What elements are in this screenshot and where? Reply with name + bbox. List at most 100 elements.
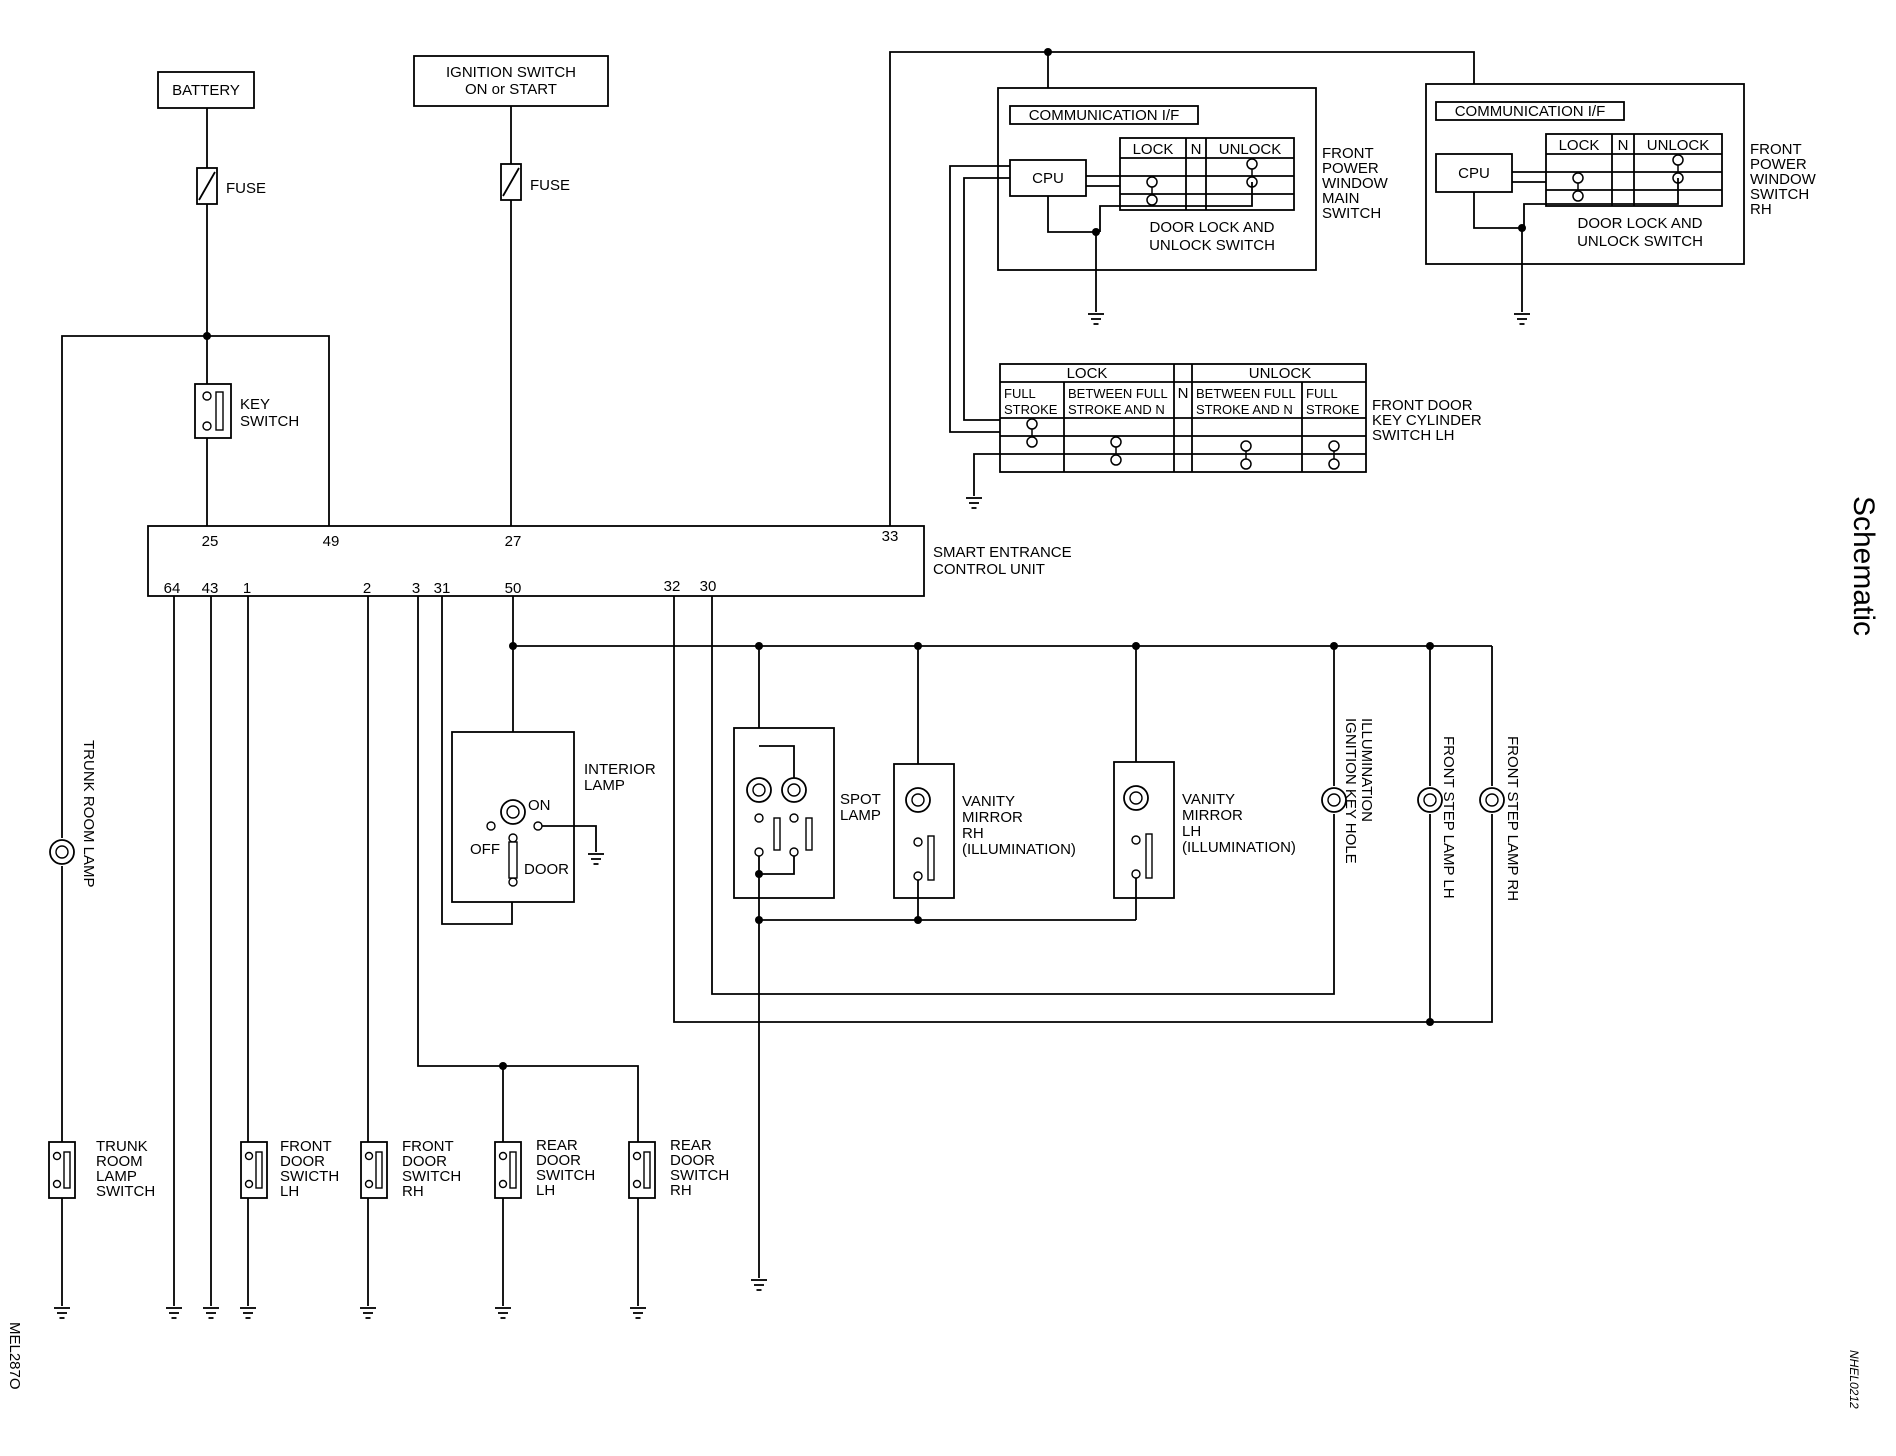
fuse-battery-label: FUSE: [226, 180, 266, 197]
front-step-lamp-rh-icon: [1479, 787, 1505, 813]
key-switch-label-1: KEY: [240, 396, 270, 413]
main-name-2: POWER: [1322, 160, 1379, 177]
interior-lamp-label-2: LAMP: [584, 777, 625, 794]
trunk-switch-2: ROOM: [96, 1153, 143, 1170]
pin-32: 32: [664, 578, 681, 595]
trunk-switch-1: TRUNK: [96, 1138, 148, 1155]
rh-name-4: SWITCH: [1750, 186, 1809, 203]
rd-lh-4: LH: [536, 1182, 555, 1199]
rh-name-2: POWER: [1750, 156, 1807, 173]
interior-lamp-bulb-icon: [500, 799, 526, 825]
rh-comm-label: COMMUNICATION I/F: [1455, 103, 1606, 120]
cyl-between-4: STROKE AND N: [1196, 402, 1293, 417]
main-lock-label: LOCK: [1133, 141, 1174, 158]
figure-code-left: MEL287O: [6, 1322, 23, 1390]
key-switch: [194, 383, 232, 439]
interior-door-label: DOOR: [524, 861, 569, 878]
vanity-mirror-lh: [1113, 761, 1175, 899]
main-door-lock-1: DOOR LOCK AND: [1149, 219, 1274, 236]
vanity-lh-4: (ILLUMINATION): [1182, 839, 1296, 856]
rd-rh-3: SWITCH: [670, 1167, 729, 1184]
pin-33: 33: [882, 528, 899, 545]
pin-50: 50: [505, 580, 522, 597]
pin-30: 30: [700, 578, 717, 595]
spot-lamp-label-2: LAMP: [840, 807, 881, 824]
fd-lh-4: LH: [280, 1183, 299, 1200]
main-name-5: SWITCH: [1322, 205, 1381, 222]
trunk-switch-3: LAMP: [96, 1168, 137, 1185]
spot-lamp-bulb-1-icon: [746, 777, 772, 803]
rd-lh-1: REAR: [536, 1137, 578, 1154]
front-step-lamp-lh-icon: [1417, 787, 1443, 813]
battery-box: BATTERY: [157, 71, 255, 109]
main-name-3: WINDOW: [1322, 175, 1389, 192]
cyl-n-label: N: [1178, 385, 1189, 402]
main-name-4: MAIN: [1322, 190, 1360, 207]
key-hole-label-1: IGNITION KEY HOLE: [1342, 718, 1359, 864]
key-hole-label-2: ILLUMINATION: [1358, 718, 1375, 822]
vanity-lh-2: MIRROR: [1182, 807, 1243, 824]
fd-lh-3: SWICTH: [280, 1168, 339, 1185]
battery-label: BATTERY: [172, 82, 240, 99]
front-door-switch-rh: [360, 1141, 388, 1199]
cyl-full-2: STROKE: [1004, 402, 1058, 417]
smart-entrance-control-unit: [147, 525, 925, 597]
key-cylinder-switch: LOCK N UNLOCK FULL STROKE BETWEEN FULL S…: [999, 363, 1367, 473]
fd-rh-1: FRONT: [402, 1138, 454, 1155]
interior-lamp-label-1: INTERIOR: [584, 761, 656, 778]
trunk-switch-4: SWITCH: [96, 1183, 155, 1200]
spot-lamp-bulb-2-icon: [781, 777, 807, 803]
vanity-rh-2: MIRROR: [962, 809, 1023, 826]
control-unit-label-1: SMART ENTRANCE: [933, 544, 1072, 561]
fd-lh-2: DOOR: [280, 1153, 325, 1170]
vanity-lh-1: VANITY: [1182, 791, 1235, 808]
fuse-ignition-icon: [500, 163, 522, 201]
pin-64: 64: [164, 580, 181, 597]
vanity-lh-3: LH: [1182, 823, 1201, 840]
fd-lh-1: FRONT: [280, 1138, 332, 1155]
pin-2: 2: [363, 580, 371, 597]
rd-lh-3: SWITCH: [536, 1167, 595, 1184]
fuse-ignition-label: FUSE: [530, 177, 570, 194]
interior-off-label: OFF: [470, 841, 500, 858]
vanity-lh-bulb-icon: [1123, 785, 1149, 811]
ignition-switch-label-2: ON or START: [465, 81, 557, 98]
cyl-between-2: STROKE AND N: [1068, 402, 1165, 417]
key-switch-label-2: SWITCH: [240, 413, 299, 430]
cyl-full-3: FULL: [1306, 386, 1338, 401]
vanity-rh-bulb-icon: [905, 787, 931, 813]
vanity-rh-3: RH: [962, 825, 984, 842]
pin-27: 27: [505, 533, 522, 550]
ignition-switch-label-1: IGNITION SWITCH: [446, 64, 576, 81]
pin-1: 1: [243, 580, 251, 597]
front-step-rh-label: FRONT STEP LAMP RH: [1504, 736, 1521, 901]
figure-code-right: NHEL0212: [1847, 1350, 1861, 1409]
rear-door-switch-rh: [628, 1141, 656, 1199]
cyl-name-1: FRONT DOOR: [1372, 397, 1473, 414]
rear-door-switch-lh: [494, 1141, 522, 1199]
rh-name-3: WINDOW: [1750, 171, 1817, 188]
cyl-full-1: FULL: [1004, 386, 1036, 401]
rh-cpu-label: CPU: [1458, 165, 1490, 182]
rh-n-label: N: [1618, 137, 1629, 154]
front-door-switch-lh: [240, 1141, 268, 1199]
rd-lh-2: DOOR: [536, 1152, 581, 1169]
rh-door-lock-2: UNLOCK SWITCH: [1577, 233, 1703, 250]
rh-unlock-label: UNLOCK: [1647, 137, 1710, 154]
vanity-rh-1: VANITY: [962, 793, 1015, 810]
pin-49: 49: [323, 533, 340, 550]
rd-rh-2: DOOR: [670, 1152, 715, 1169]
vanity-rh-4: (ILLUMINATION): [962, 841, 1076, 858]
main-unlock-label: UNLOCK: [1219, 141, 1282, 158]
ignition-switch-box: IGNITION SWITCH ON or START: [413, 55, 609, 107]
fuse-battery-icon: [196, 167, 218, 205]
trunk-room-lamp-icon: [49, 839, 75, 865]
control-unit-label-2: CONTROL UNIT: [933, 561, 1045, 578]
interior-on-label: ON: [528, 797, 551, 814]
pin-25: 25: [202, 533, 219, 550]
rd-rh-1: REAR: [670, 1137, 712, 1154]
main-n-label: N: [1191, 141, 1202, 158]
main-name-1: FRONT: [1322, 145, 1374, 162]
rd-rh-4: RH: [670, 1182, 692, 1199]
rh-lock-label: LOCK: [1559, 137, 1600, 154]
